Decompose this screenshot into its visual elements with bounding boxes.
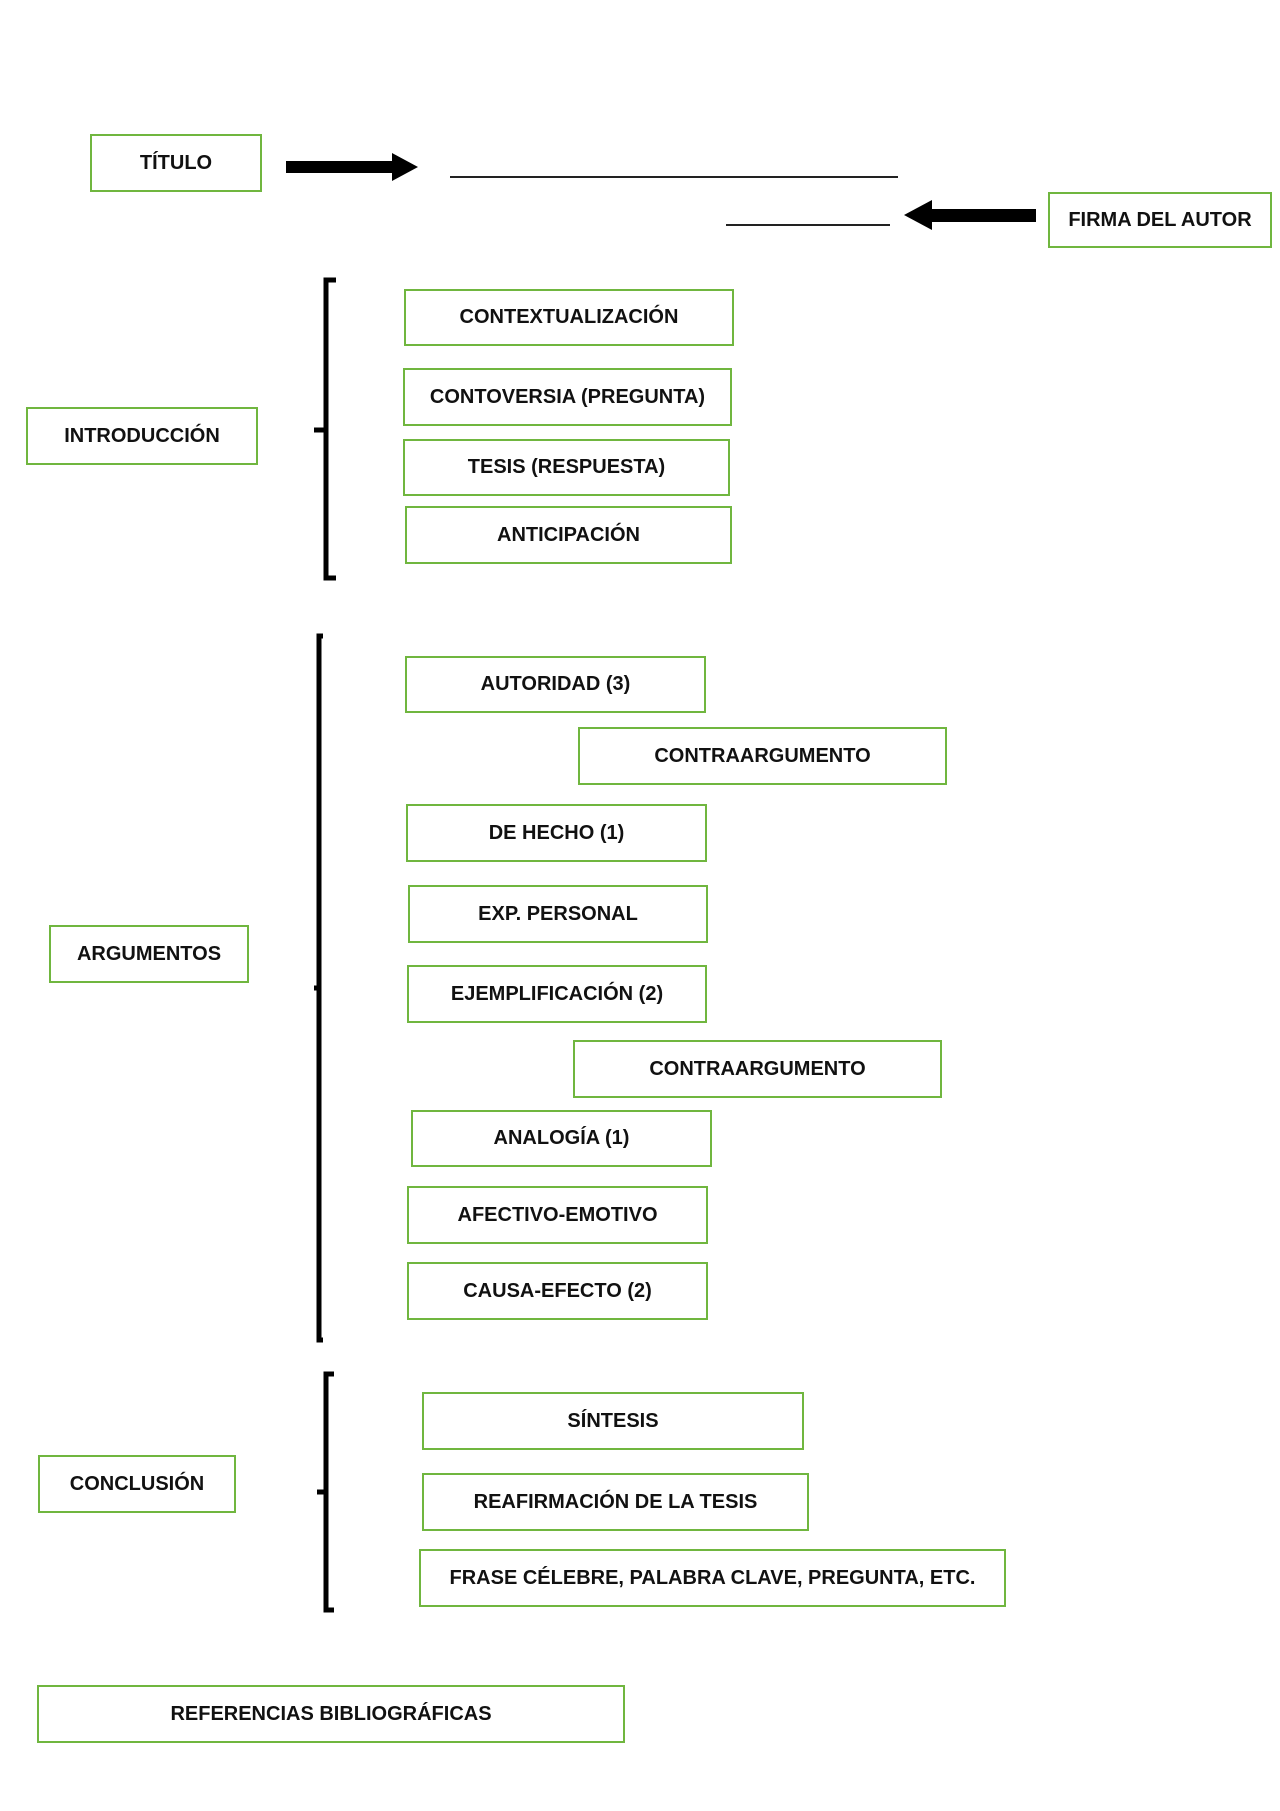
arg-item-contraargumento-2: CONTRAARGUMENTO bbox=[573, 1040, 942, 1098]
conclusion-label-box: CONCLUSIÓN bbox=[38, 1455, 236, 1513]
concl-item-frase-celebre: FRASE CÉLEBRE, PALABRA CLAVE, PREGUNTA, … bbox=[419, 1549, 1006, 1607]
title-blank-line bbox=[450, 176, 898, 178]
intro-item-contextualizacion: CONTEXTUALIZACIÓN bbox=[404, 289, 734, 346]
introduccion-label-box: INTRODUCCIÓN bbox=[26, 407, 258, 465]
intro-item-anticipacion: ANTICIPACIÓN bbox=[405, 506, 732, 564]
title-label-box: TÍTULO bbox=[90, 134, 262, 192]
concl-item-sintesis: SÍNTESIS bbox=[422, 1392, 804, 1450]
conclusion-bracket-icon bbox=[317, 1371, 334, 1613]
left-arrow-icon bbox=[904, 200, 1036, 230]
arg-item-causa-efecto: CAUSA-EFECTO (2) bbox=[407, 1262, 708, 1320]
arg-item-analogia: ANALOGÍA (1) bbox=[411, 1110, 712, 1167]
arg-item-exp-personal: EXP. PERSONAL bbox=[408, 885, 708, 943]
argumentos-bracket-icon bbox=[314, 633, 323, 1343]
introduccion-bracket-icon bbox=[314, 277, 336, 581]
argumentos-label-box: ARGUMENTOS bbox=[49, 925, 249, 983]
intro-item-controversia: CONTOVERSIA (PREGUNTA) bbox=[403, 368, 732, 426]
arg-item-afectivo-emotivo: AFECTIVO-EMOTIVO bbox=[407, 1186, 708, 1244]
right-arrow-icon bbox=[286, 153, 418, 181]
concl-item-reafirmacion: REAFIRMACIÓN DE LA TESIS bbox=[422, 1473, 809, 1531]
referencias-box: REFERENCIAS BIBLIOGRÁFICAS bbox=[37, 1685, 625, 1743]
author-signature-blank-line bbox=[726, 224, 890, 226]
arg-item-ejemplificacion: EJEMPLIFICACIÓN (2) bbox=[407, 965, 707, 1023]
intro-item-tesis: TESIS (RESPUESTA) bbox=[403, 439, 730, 496]
arg-item-de-hecho: DE HECHO (1) bbox=[406, 804, 707, 862]
author-signature-box: FIRMA DEL AUTOR bbox=[1048, 192, 1272, 248]
arg-item-contraargumento-1: CONTRAARGUMENTO bbox=[578, 727, 947, 785]
arg-item-autoridad: AUTORIDAD (3) bbox=[405, 656, 706, 713]
